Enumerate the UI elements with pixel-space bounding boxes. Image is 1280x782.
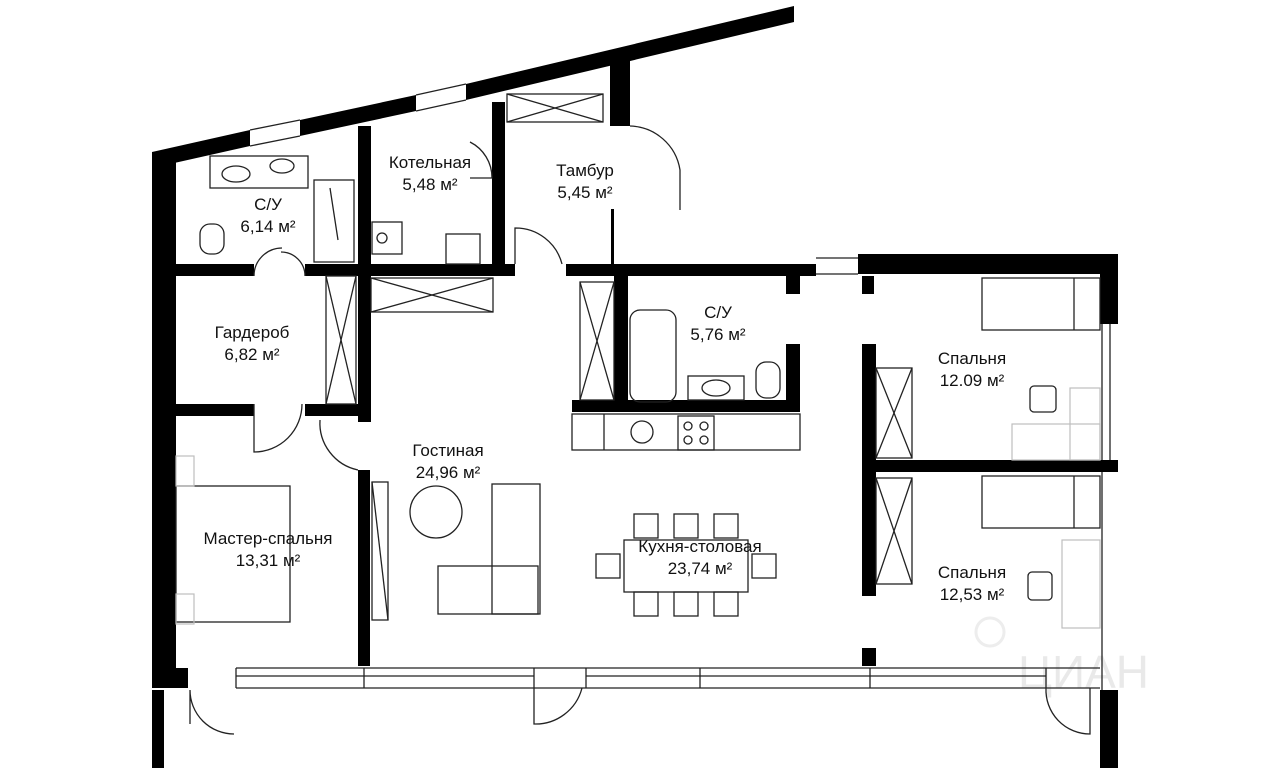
room-area-bath1: 6,14 м² — [240, 217, 295, 236]
room-area-master: 13,31 м² — [236, 551, 301, 570]
room-area-bedroom1: 12.09 м² — [940, 371, 1005, 390]
door-balcony-left — [189, 689, 235, 735]
room-name-living: Гостиная — [412, 441, 483, 460]
double-sink — [209, 155, 309, 189]
watermark: ЦИАН — [974, 616, 1149, 698]
room-area-vestibule: 5,45 м² — [557, 183, 612, 202]
room-name-bath2: С/У — [704, 303, 732, 322]
room-name-master: Мастер-спальня — [203, 529, 332, 548]
kitchen-sink-round — [630, 420, 654, 444]
window-right — [1101, 324, 1111, 690]
wall-top-1 — [152, 130, 250, 168]
wardrobe-closet — [325, 275, 357, 405]
boiler-unit — [371, 221, 403, 255]
cooktop — [677, 415, 715, 451]
boiler-tank — [445, 233, 481, 265]
room-name-bedroom2: Спальня — [938, 563, 1006, 582]
doors — [189, 125, 1091, 735]
room-area-boiler: 5,48 м² — [402, 175, 457, 194]
room-labels: С/У 6,14 м² Котельная 5,48 м² Тамбур 5,4… — [203, 153, 1006, 604]
kitchen-counter — [571, 413, 801, 451]
room-area-bedroom2: 12,53 м² — [940, 585, 1005, 604]
door-vestibule-inner — [514, 227, 563, 265]
closet-bedroom-2 — [875, 477, 913, 585]
door-master — [319, 419, 359, 471]
wall-top-2 — [300, 95, 416, 136]
watermark-logo-icon — [974, 616, 1006, 648]
tv-unit — [371, 481, 389, 621]
chair-1 — [1029, 385, 1057, 413]
window-bottom — [235, 667, 1100, 689]
master-bed — [175, 485, 291, 623]
kitchen-closet — [579, 281, 615, 401]
wall-top-3 — [466, 6, 794, 100]
room-name-kitchen: Кухня-столовая — [638, 537, 761, 556]
closet-bedroom-1 — [875, 367, 913, 459]
furniture — [175, 93, 1101, 629]
bathtub — [629, 309, 677, 403]
watermark-text: ЦИАН — [1018, 646, 1149, 698]
chair-2 — [1027, 571, 1053, 601]
desk-1 — [1011, 423, 1101, 461]
shower — [313, 179, 355, 263]
room-name-bath1: С/У — [254, 195, 282, 214]
coffee-table — [409, 485, 463, 539]
bed-2 — [981, 475, 1101, 529]
bed-1 — [981, 277, 1101, 331]
room-name-wardrobe: Гардероб — [215, 323, 290, 342]
room-name-vestibule: Тамбур — [556, 161, 614, 180]
sink-2 — [687, 375, 745, 401]
room-area-living: 24,96 м² — [416, 463, 481, 482]
room-name-boiler: Котельная — [389, 153, 471, 172]
desk-2 — [1061, 539, 1101, 629]
room-area-wardrobe: 6,82 м² — [224, 345, 279, 364]
toilet-1 — [199, 223, 225, 255]
sofa — [491, 483, 541, 615]
sofa-chaise — [437, 565, 539, 615]
room-area-kitchen: 23,74 м² — [668, 559, 733, 578]
toilet-2 — [755, 361, 781, 399]
door-balcony-right — [1045, 687, 1091, 735]
walls — [152, 6, 1118, 768]
room-name-bedroom1: Спальня — [938, 349, 1006, 368]
window-top — [816, 257, 858, 275]
room-area-bath2: 5,76 м² — [690, 325, 745, 344]
door-wardrobe — [253, 403, 303, 453]
door-entrance — [629, 125, 681, 210]
door-balcony-mid — [533, 687, 583, 725]
hall-closet — [370, 277, 494, 313]
door-bath1 — [253, 247, 283, 277]
vestibule-closet — [506, 93, 604, 123]
door-boiler — [469, 141, 493, 179]
